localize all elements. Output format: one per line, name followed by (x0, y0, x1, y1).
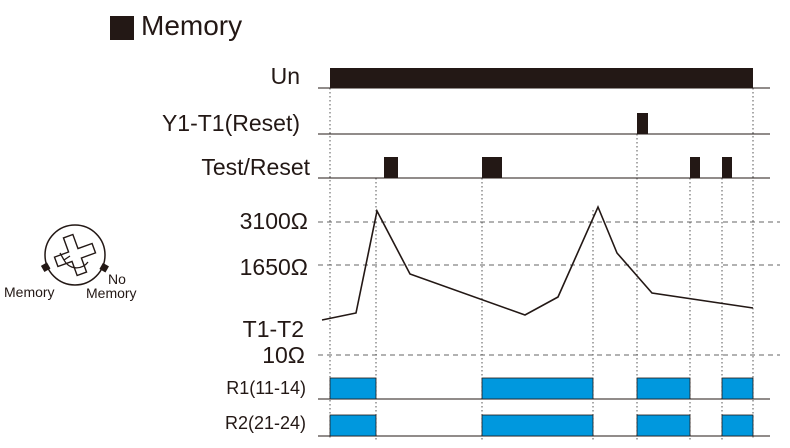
y1-t1-reset-pulse (637, 113, 648, 134)
label-3100-ohm: 3100Ω (239, 208, 308, 234)
label-r1: R1(11-14) (226, 378, 306, 398)
label-un: Un (270, 63, 300, 89)
r2-on-segment (329, 414, 377, 437)
r1-on-segment (721, 377, 754, 400)
label-10-ohm: 10Ω (262, 342, 305, 368)
title-square-icon (110, 16, 134, 40)
knob-label-no-memory: Memory (86, 285, 137, 301)
label-1650-ohm: 1650Ω (239, 254, 308, 280)
r1-relay-states (329, 377, 754, 400)
test-reset-pulse (482, 157, 502, 178)
selector-knob-icon (40, 224, 109, 286)
test-reset-pulse (384, 157, 398, 178)
knob-label-memory: Memory (4, 284, 55, 300)
reference-lines (318, 221, 780, 356)
label-t1-t2: T1-T2 (242, 316, 304, 342)
test-reset-pulse (722, 157, 732, 178)
r2-relay-states (329, 414, 754, 437)
un-supply-bar (330, 68, 753, 88)
knob-label-no: No (108, 271, 126, 287)
r2-on-segment (721, 414, 754, 437)
r1-on-segment (481, 377, 594, 400)
r2-on-segment (636, 414, 691, 437)
test-reset-pulse (690, 157, 700, 178)
label-r2: R2(21-24) (224, 413, 306, 433)
r1-on-segment (636, 377, 691, 400)
label-y1-t1-reset: Y1-T1(Reset) (161, 110, 300, 136)
r1-on-segment (329, 377, 377, 400)
page-title: Memory (141, 10, 243, 41)
r2-on-segment (481, 414, 594, 437)
label-test-reset: Test/Reset (201, 154, 310, 180)
t1-t2-resistance-trace (321, 204, 754, 321)
